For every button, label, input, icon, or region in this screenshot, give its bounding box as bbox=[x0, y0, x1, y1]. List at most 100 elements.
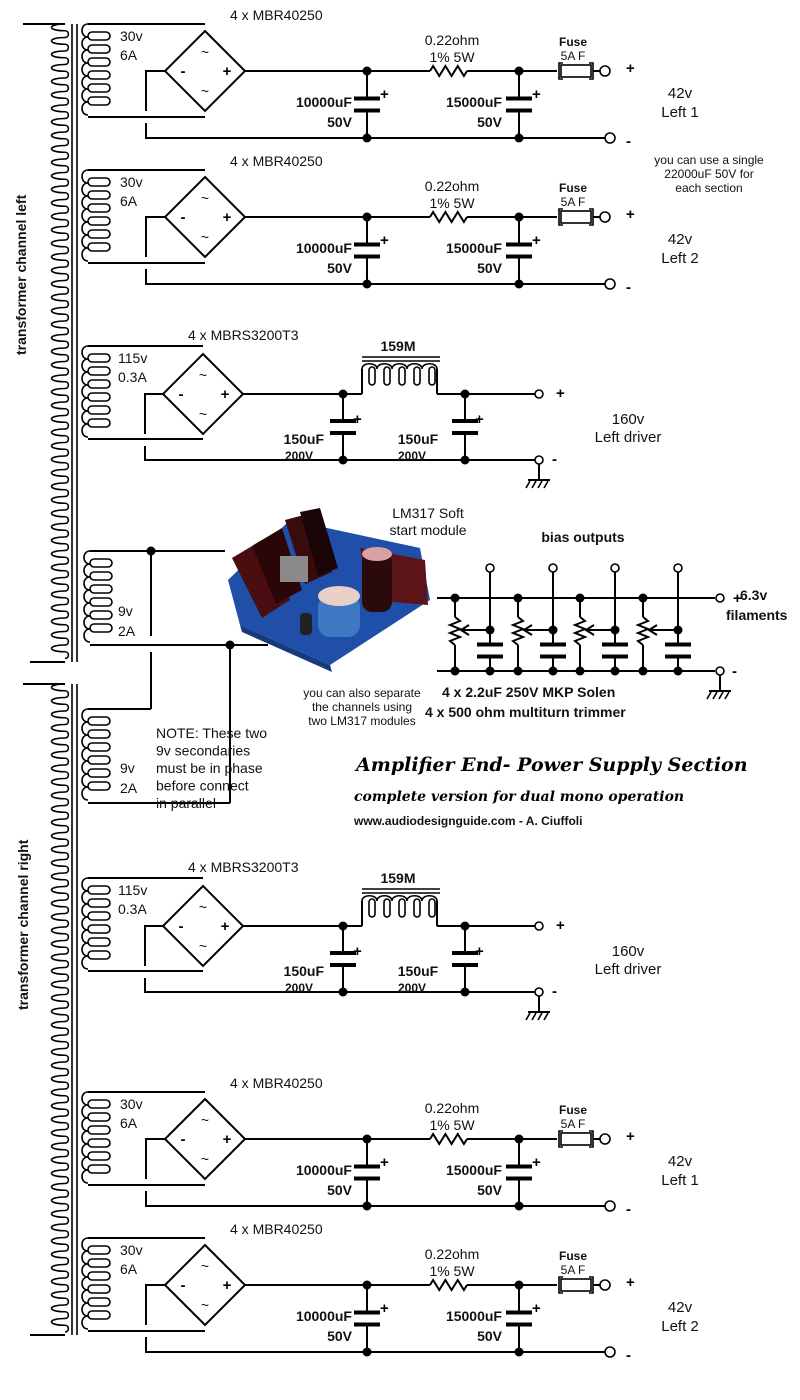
secondary-current: 6A bbox=[120, 193, 138, 209]
cap1-voltage: 50V bbox=[327, 260, 353, 276]
cap2-voltage: 50V bbox=[477, 260, 503, 276]
trimmer-zigzag bbox=[510, 616, 526, 646]
credit: www.audiodesignguide.com - A. Ciuffoli bbox=[353, 814, 582, 828]
cap2-value: 150uF bbox=[398, 431, 439, 447]
output-plus: + bbox=[626, 206, 635, 223]
bridge-rectifier: ~~-+ bbox=[161, 352, 245, 436]
output-terminal bbox=[485, 563, 495, 573]
output-terminal bbox=[534, 455, 544, 465]
secondary-voltage: 30v bbox=[120, 28, 143, 44]
filament-voltage: 6.3v bbox=[740, 587, 767, 603]
output-terminal bbox=[604, 132, 616, 144]
resistor-spec: 1% 5W bbox=[429, 49, 475, 65]
output-minus: - bbox=[626, 1201, 631, 1218]
capacitor-1 bbox=[354, 1285, 380, 1352]
fuse-label: Fuse bbox=[559, 1249, 587, 1263]
fuse-label: Fuse bbox=[559, 181, 587, 195]
output-minus: - bbox=[732, 663, 737, 680]
secondary-current: 0.3A bbox=[118, 901, 147, 917]
rectifier-label: 4 x MBR40250 bbox=[230, 1075, 323, 1091]
secondary-winding bbox=[81, 345, 111, 438]
bias-capacitor bbox=[665, 630, 691, 671]
coil-path bbox=[50, 683, 70, 1333]
bridge-rectifier: ~~-+ bbox=[163, 1097, 247, 1181]
resistor-value: 0.22ohm bbox=[425, 1100, 479, 1116]
ground-hatch bbox=[706, 691, 712, 700]
cap1-value: 10000uF bbox=[296, 240, 352, 256]
plus-symbol: + bbox=[223, 209, 232, 226]
cap2-value: 15000uF bbox=[446, 1162, 502, 1178]
cap-polarity: + bbox=[532, 86, 541, 103]
resistor-spec: 1% 5W bbox=[429, 1263, 475, 1279]
secondary-current: 0.3A bbox=[118, 369, 147, 385]
secondary-voltage: 30v bbox=[120, 1242, 143, 1258]
secondary-outline bbox=[81, 345, 89, 438]
lm317-module-photo bbox=[228, 508, 430, 672]
fuse-rating: 5A F bbox=[561, 195, 586, 209]
cap2-voltage: 50V bbox=[477, 1182, 503, 1198]
wire bbox=[144, 446, 535, 461]
ac-symbol: ~ bbox=[201, 83, 209, 99]
secondary-winding bbox=[83, 550, 113, 643]
bias-cell bbox=[447, 563, 503, 676]
cap1-value: 10000uF bbox=[296, 1308, 352, 1324]
bias-capacitor bbox=[477, 630, 503, 671]
secondary-loops bbox=[87, 716, 111, 791]
choke-label: 159M bbox=[380, 338, 415, 354]
cap-polarity: + bbox=[353, 943, 362, 960]
secondary-outline bbox=[81, 1091, 89, 1184]
output-terminal bbox=[715, 593, 725, 603]
secondary-voltage: 30v bbox=[120, 174, 143, 190]
secondary-loops bbox=[87, 885, 111, 960]
transformer-left bbox=[23, 23, 78, 663]
ground-icon bbox=[525, 996, 550, 1021]
bias-title: bias outputs bbox=[541, 529, 624, 545]
cap-polarity: + bbox=[532, 1154, 541, 1171]
resistor-zigzag bbox=[429, 210, 468, 224]
wire bbox=[145, 1191, 610, 1207]
ground-hatch bbox=[531, 1012, 537, 1021]
cap2-voltage: 200V bbox=[398, 449, 426, 463]
transformer-right bbox=[23, 683, 78, 1336]
capacitor-2 bbox=[506, 1139, 532, 1206]
choke-loop bbox=[413, 898, 421, 918]
output-minus: - bbox=[626, 279, 631, 296]
output-plus: + bbox=[733, 590, 742, 607]
wire bbox=[144, 393, 163, 434]
secondary-current: 6A bbox=[120, 1115, 138, 1131]
choke-label: 159M bbox=[380, 870, 415, 886]
ac-symbol: ~ bbox=[199, 367, 207, 383]
output-name: Left 1 bbox=[661, 104, 699, 121]
diagram-subtitle: complete version for dual mono operation bbox=[354, 789, 684, 805]
ground-hatch bbox=[712, 691, 718, 700]
secondary-loops bbox=[87, 177, 111, 252]
cap1-value: 150uF bbox=[284, 963, 325, 979]
bridge-diamond bbox=[163, 1243, 247, 1327]
bias-capacitor bbox=[540, 630, 566, 671]
output-plus: + bbox=[556, 385, 565, 402]
output-name: Left 2 bbox=[661, 1318, 699, 1335]
cap2-value: 150uF bbox=[398, 963, 439, 979]
secondary-loops bbox=[87, 353, 111, 428]
output-name: Left driver bbox=[595, 961, 662, 978]
output-voltage: 42v bbox=[668, 85, 693, 102]
output-terminal bbox=[548, 563, 558, 573]
bridge-diamond bbox=[163, 1097, 247, 1181]
capacitor-2 bbox=[452, 394, 478, 460]
rectifier-label: 4 x MBR40250 bbox=[230, 7, 323, 23]
secondary-outline bbox=[81, 877, 89, 970]
resistor-value: 0.22ohm bbox=[425, 1246, 479, 1262]
rectifier-label: 4 x MBR40250 bbox=[230, 153, 323, 169]
resistor-value: 0.22ohm bbox=[425, 32, 479, 48]
fuse bbox=[558, 62, 594, 80]
secondary-voltage: 115v bbox=[118, 882, 147, 898]
wire bbox=[145, 216, 165, 257]
secondary-current: 6A bbox=[120, 1261, 138, 1277]
cap1-voltage: 50V bbox=[327, 1182, 353, 1198]
choke-loop bbox=[413, 366, 421, 386]
ground-hatch bbox=[525, 1012, 531, 1021]
